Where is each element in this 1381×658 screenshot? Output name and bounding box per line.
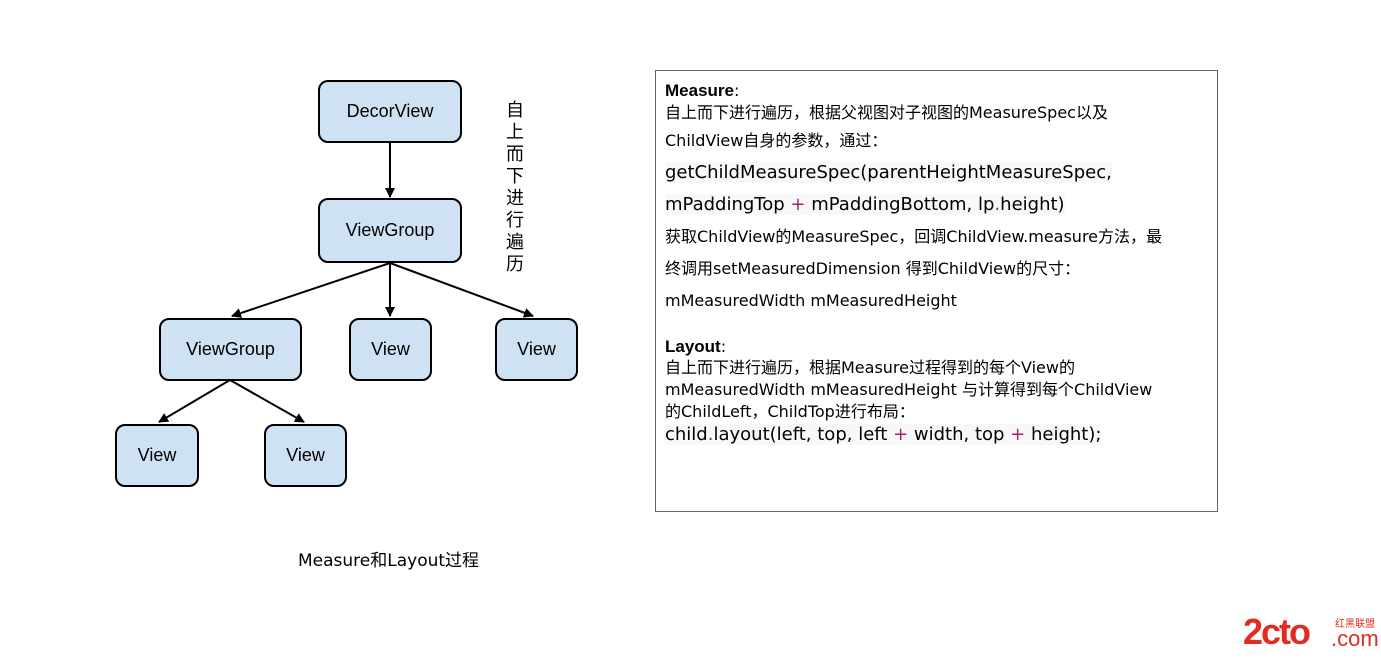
node-view-right: View — [495, 318, 578, 381]
layout-line-3: 的ChildLeft，ChildTop进行布局： — [665, 402, 915, 421]
code-padding-bottom: mPaddingBottom, lp — [805, 194, 995, 215]
code-height: height) — [1000, 194, 1065, 215]
logo-chinese: 红黑联盟 — [1335, 619, 1375, 630]
measure-code-2: mPaddingTop + mPaddingBottom, lp.height) — [665, 189, 1208, 221]
measure-heading: Measure: — [665, 81, 1208, 101]
code-plus-operator: + — [790, 194, 806, 215]
logo-2cto: 2cto — [1243, 611, 1311, 652]
node-view-leaf-left: View — [115, 424, 199, 487]
edge-vg2-v4 — [229, 379, 305, 423]
node-viewgroup-root: ViewGroup — [318, 198, 462, 263]
code-width: width, top — [908, 424, 1011, 445]
code-plus-operator-2: + — [893, 424, 909, 445]
measure-line-2: ChildView自身的参数，通过： — [665, 131, 888, 150]
code-child: child — [665, 424, 708, 445]
measure-code-1: getChildMeasureSpec(parentHeightMeasureS… — [665, 157, 1208, 189]
node-view-middle: View — [349, 318, 432, 381]
vertical-note: 自上而下进行遍历 — [506, 100, 524, 275]
measure-line-5: mMeasuredWidth mMeasuredHeight — [665, 291, 957, 310]
layout-title: Layout — [665, 337, 721, 356]
measure-colon: : — [733, 81, 740, 100]
code-padding-top: mPaddingTop — [665, 194, 791, 215]
layout-code: child.layout(left, top, left + width, to… — [665, 423, 1208, 447]
code-plus-operator-3: + — [1010, 424, 1026, 445]
node-view-leaf-right: View — [264, 424, 347, 487]
layout-line-1: 自上而下进行遍历，根据Measure过程得到的每个View的 — [665, 358, 1075, 377]
diagram-caption: Measure和Layout过程 — [298, 551, 480, 571]
code-layout-call: layout(left, top, left — [713, 424, 894, 445]
node-viewgroup-child: ViewGroup — [159, 318, 302, 381]
node-decorview: DecorView — [318, 80, 462, 143]
code-get-child-measure-spec: getChildMeasureSpec(parentHeightMeasureS… — [665, 162, 1112, 183]
explanation-panel: Measure: 自上而下进行遍历，根据父视图对子视图的MeasureSpec以… — [655, 70, 1218, 512]
code-height-end: height); — [1025, 424, 1102, 445]
measure-line-3: 获取ChildView的MeasureSpec，回调ChildView.meas… — [665, 227, 1163, 246]
watermark-logo: 2cto 红黑联盟 .com — [1243, 612, 1379, 652]
measure-line-1: 自上而下进行遍历，根据父视图对子视图的MeasureSpec以及 — [665, 103, 1108, 122]
layout-heading: Layout: — [665, 337, 1208, 357]
logo-dot: . — [1331, 626, 1338, 651]
layout-line-2: mMeasuredWidth mMeasuredHeight 与计算得到每个Ch… — [665, 380, 1153, 399]
edge-vg2-v3 — [158, 379, 231, 423]
measure-line-4: 终调用setMeasuredDimension 得到ChildView的尺寸： — [665, 259, 1081, 278]
logo-com: .com — [1331, 626, 1379, 652]
logo-com-text: com — [1337, 626, 1379, 651]
layout-colon: : — [720, 337, 727, 356]
measure-title: Measure — [665, 81, 734, 100]
edge-vg1-v2 — [389, 262, 534, 318]
code-dot-operator-2: . — [707, 424, 714, 445]
code-dot-operator: . — [994, 194, 1001, 215]
edge-vg1-vg2 — [231, 262, 391, 318]
